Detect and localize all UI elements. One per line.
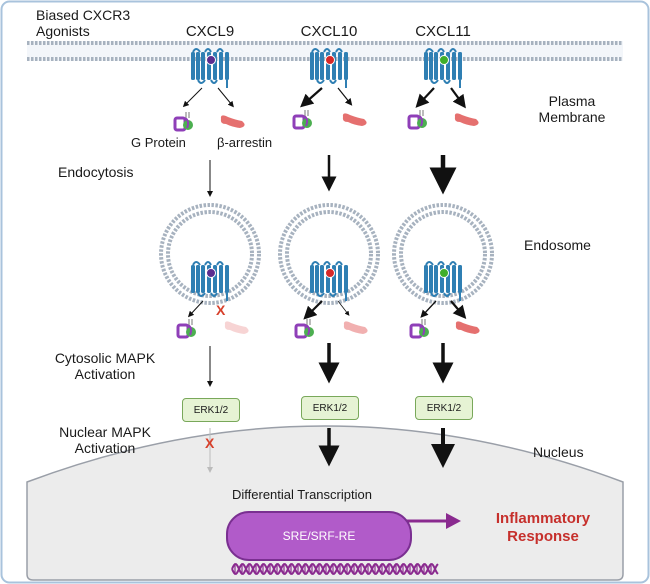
label-inflammatory-response: Inflammatory Response	[478, 510, 608, 546]
arrows	[182, 87, 467, 473]
inflammatory-line-1: Inflammatory	[495, 510, 591, 527]
title-line-2: Agonists	[36, 23, 90, 40]
endosome-vesicle-2	[278, 203, 380, 305]
arrestin-icon-membrane-cxcl9	[220, 115, 245, 128]
arrow-endo-cxcl11-to-gprotein	[420, 300, 437, 318]
label-nuclear-mapk-activation: Nuclear MAPK Activation	[40, 424, 170, 456]
ligand-label-cxcl11: CXCL11	[415, 23, 471, 40]
block-mark-arrestin-cxcl9: X	[216, 302, 226, 318]
title-biased-cxcr3-agonists: Biased CXCR3 Agonists	[36, 7, 130, 39]
block-mark-nuclear-cxcl9: X	[205, 435, 215, 451]
sre-srf-re-element: SRE/SRF-RE	[226, 511, 412, 561]
arrow-endo-cxcl9-to-gprotein	[187, 300, 204, 318]
effectors	[173, 110, 480, 339]
cytosolic-line-1: Cytosolic MAPK	[54, 350, 156, 366]
receptor-membrane-cxcl11	[424, 48, 462, 88]
erk-box-cxcl11: ERK1/2	[415, 396, 473, 420]
receptor-membrane-cxcl11-ligand-dot	[439, 55, 449, 65]
arrow-cxcl11-to-gprotein	[415, 87, 435, 108]
arrow-cxcl11-to-arrestin	[450, 87, 466, 109]
inflammatory-line-2: Response	[507, 528, 579, 545]
label-plasma-membrane: Plasma Membrane	[522, 93, 622, 125]
arrestin-icon-membrane-cxcl10	[342, 113, 367, 126]
nuclear-line-2: Activation	[74, 440, 136, 457]
receptor-membrane-cxcl10-ligand-dot	[325, 55, 335, 65]
arrestin-icon-endosome-cxcl9-faded	[224, 321, 249, 334]
label-cytosolic-mapk-activation: Cytosolic MAPK Activation	[40, 350, 170, 382]
endosome-vesicle-3	[392, 203, 494, 305]
plasma-membrane-line-1: Plasma	[548, 93, 596, 109]
arrow-cxcl9-to-arrestin	[217, 87, 234, 108]
label-differential-transcription: Differential Transcription	[232, 487, 372, 502]
erk-box-cxcl10: ERK1/2	[301, 396, 359, 420]
cytosolic-line-2: Activation	[74, 366, 136, 383]
label-nucleus: Nucleus	[533, 444, 584, 460]
gprotein-icon-endosome-cxcl11	[409, 319, 429, 339]
ligand-label-cxcl10: CXCL10	[300, 23, 358, 40]
receptor-membrane-cxcl10	[310, 48, 348, 88]
label-endocytosis: Endocytosis	[58, 164, 134, 180]
nucleus-region	[26, 425, 624, 581]
receptor-endosome-cxcl9	[191, 261, 229, 301]
gprotein-icon-endosome-cxcl9	[176, 319, 196, 339]
ligand-label-cxcl9: CXCL9	[185, 23, 235, 40]
label-beta-arrestin: β-arrestin	[217, 135, 273, 150]
label-g-protein: G Protein	[131, 135, 186, 150]
gprotein-icon-membrane-cxcl11	[407, 110, 427, 130]
receptor-membrane-cxcl9	[191, 48, 229, 88]
arrow-cxcl10-to-arrestin	[337, 87, 353, 106]
receptors	[191, 48, 462, 301]
arrow-endo-cxcl10-to-gprotein	[303, 300, 323, 320]
receptor-endosome-cxcl10	[310, 261, 348, 301]
title-line-1: Biased CXCR3	[36, 7, 131, 23]
receptor-endosome-cxcl9-ligand-dot	[206, 268, 216, 278]
receptor-endosome-cxcl11-ligand-dot	[439, 268, 449, 278]
gprotein-icon-endosome-cxcl10	[294, 319, 314, 339]
receptor-endosome-cxcl10-ligand-dot	[325, 268, 335, 278]
arrow-endo-cxcl10-to-arrestin	[337, 300, 350, 316]
gprotein-icon-membrane-cxcl10	[292, 110, 312, 130]
endosome-vesicle-1	[159, 203, 261, 305]
gprotein-icon-membrane-cxcl9	[173, 112, 193, 132]
arrestin-icon-endosome-cxcl11	[455, 321, 480, 334]
arrow-endo-cxcl11-to-arrestin	[450, 300, 467, 320]
dna-helix	[231, 563, 439, 575]
label-endosome: Endosome	[524, 237, 591, 253]
receptor-membrane-cxcl9-ligand-dot	[206, 55, 216, 65]
nuclear-line-1: Nuclear MAPK	[59, 424, 151, 440]
arrestin-icon-membrane-cxcl11	[454, 113, 479, 126]
receptor-endosome-cxcl11	[424, 261, 462, 301]
erk-box-cxcl9: ERK1/2	[182, 398, 240, 422]
arrestin-icon-endosome-cxcl10-faded	[343, 321, 368, 334]
arrow-cxcl10-to-gprotein	[300, 87, 323, 108]
plasma-membrane-line-2: Membrane	[538, 109, 606, 126]
arrow-cxcl9-to-gprotein	[182, 87, 203, 108]
